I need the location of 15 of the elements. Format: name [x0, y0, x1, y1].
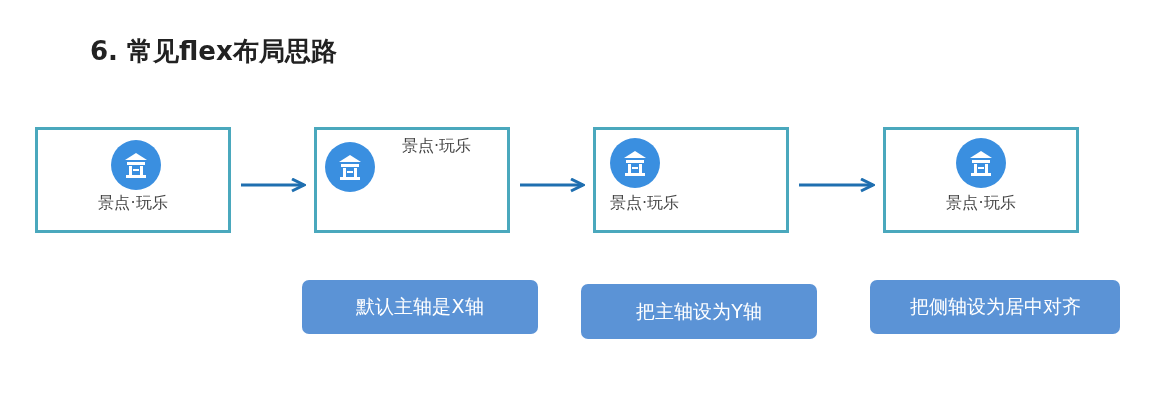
layout-box	[314, 127, 510, 233]
card-text: 景点·玩乐	[610, 193, 680, 214]
arrow	[520, 177, 585, 193]
diagram-title: 6. 常见flex布局思路	[90, 35, 337, 68]
card-text: 景点·玩乐	[402, 136, 472, 157]
card-text: 景点·玩乐	[97, 193, 169, 214]
step-label: 把侧轴设为居中对齐	[870, 280, 1120, 334]
step-label: 把主轴设为Y轴	[581, 284, 817, 339]
layout-box	[883, 127, 1079, 233]
card-text: 景点·玩乐	[945, 193, 1017, 214]
layout-box	[35, 127, 231, 233]
arrow	[241, 177, 306, 193]
step-label: 默认主轴是X轴	[302, 280, 538, 334]
arrow	[799, 177, 875, 193]
layout-box	[593, 127, 789, 233]
